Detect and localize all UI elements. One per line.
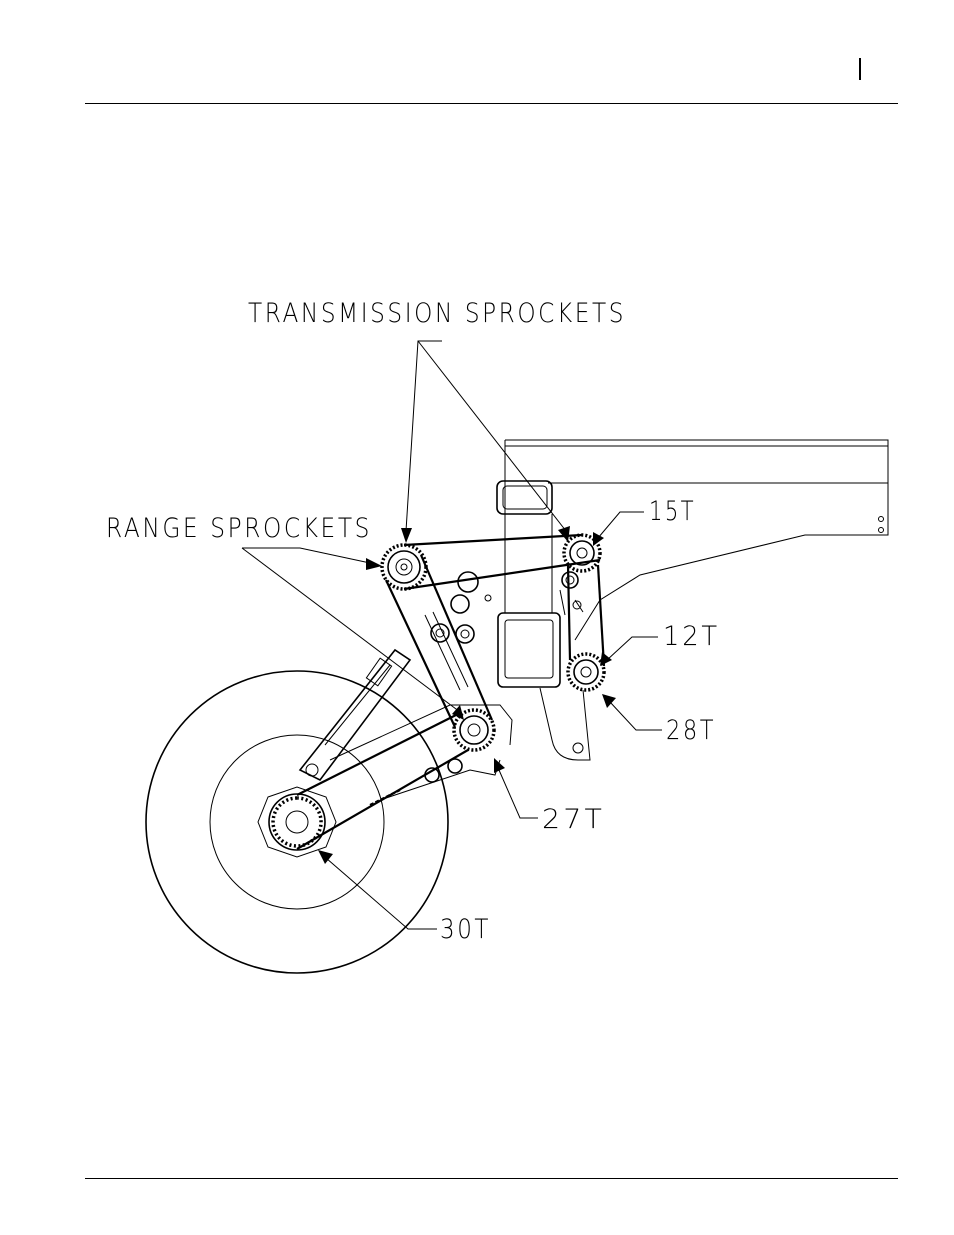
label-28t: 28T	[666, 715, 716, 746]
leader-lines	[242, 341, 662, 929]
press-wheel	[146, 671, 448, 973]
arm-linkage	[300, 650, 512, 805]
frame-bar	[505, 440, 888, 640]
label-30t: 30T	[440, 914, 491, 945]
transmission-sprocket-left	[382, 545, 426, 589]
label-12t: 12T	[663, 621, 720, 652]
label-15t: 15T	[649, 496, 696, 527]
sprocket-12t-28t	[568, 654, 604, 690]
label-range-sprockets: RANGE SPROCKETS	[106, 513, 372, 544]
label-27t: 27T	[542, 804, 605, 835]
sprocket-27t	[425, 710, 494, 782]
label-transmission-sprockets: TRANSMISSION SPROCKETS	[248, 298, 626, 329]
drive-chains	[297, 535, 604, 849]
